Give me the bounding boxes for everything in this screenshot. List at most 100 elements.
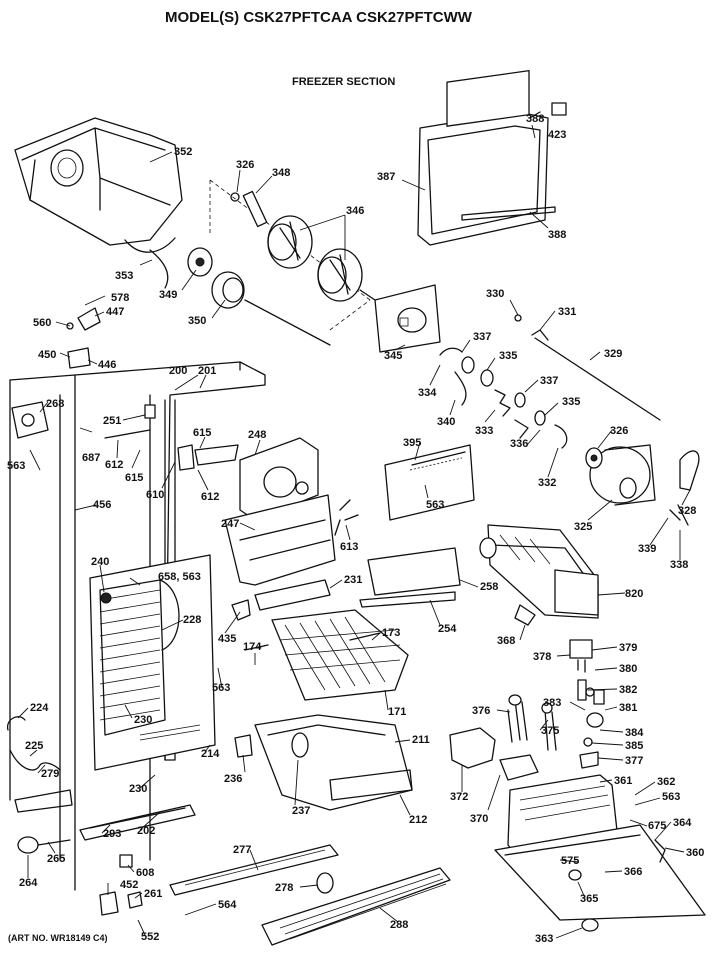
callout-362: 362 bbox=[657, 776, 675, 788]
callout-212: 212 bbox=[409, 814, 427, 826]
air-duct-drawing bbox=[194, 437, 359, 611]
callout-348: 348 bbox=[272, 167, 290, 179]
callout-237: 237 bbox=[292, 805, 310, 817]
callout-378: 378 bbox=[533, 651, 551, 663]
storage-pan-drawing bbox=[254, 714, 413, 811]
callout-370: 370 bbox=[470, 813, 488, 825]
callout-333: 333 bbox=[475, 425, 493, 437]
callout-330: 330 bbox=[486, 288, 504, 300]
tubing-drawing bbox=[6, 716, 73, 813]
art-number: (ART NO. WR18149 C4) bbox=[8, 933, 108, 943]
callout-265: 265 bbox=[47, 853, 65, 865]
callout-230-a: 230 bbox=[134, 714, 152, 726]
callout-293: 293 bbox=[103, 828, 121, 840]
callout-384: 384 bbox=[625, 727, 644, 739]
callout-382: 382 bbox=[619, 684, 637, 696]
bottom-rail-drawing bbox=[17, 804, 196, 854]
callout-388-top: 388 bbox=[526, 113, 544, 125]
callout-435: 435 bbox=[218, 633, 236, 645]
callout-365: 365 bbox=[580, 893, 598, 905]
callout-288: 288 bbox=[390, 919, 408, 931]
callout-350: 350 bbox=[188, 315, 206, 327]
callout-395: 395 bbox=[403, 437, 421, 449]
callout-352: 352 bbox=[174, 146, 192, 158]
callout-202: 202 bbox=[137, 825, 155, 837]
callout-613: 613 bbox=[340, 541, 358, 553]
callout-687: 687 bbox=[82, 452, 100, 464]
callout-277: 277 bbox=[233, 844, 251, 856]
callout-349: 349 bbox=[159, 289, 177, 301]
callout-268: 268 bbox=[46, 398, 64, 410]
callout-211: 211 bbox=[412, 734, 430, 746]
callout-248: 248 bbox=[248, 429, 266, 441]
callout-340: 340 bbox=[437, 416, 455, 428]
callout-381: 381 bbox=[619, 702, 637, 714]
callout-236: 236 bbox=[224, 773, 242, 785]
callout-578: 578 bbox=[111, 292, 129, 304]
callout-214: 214 bbox=[201, 748, 220, 760]
callout-447: 447 bbox=[106, 306, 124, 318]
callout-334: 334 bbox=[418, 387, 437, 399]
callout-612-a: 612 bbox=[105, 459, 123, 471]
callout-174: 174 bbox=[243, 641, 262, 653]
callout-452: 452 bbox=[120, 879, 138, 891]
callout-423: 423 bbox=[548, 129, 566, 141]
callout-372: 372 bbox=[450, 791, 468, 803]
callout-201: 201 bbox=[198, 365, 216, 377]
callout-240: 240 bbox=[91, 556, 109, 568]
callout-247: 247 bbox=[221, 518, 239, 530]
callout-387: 387 bbox=[377, 171, 395, 183]
callout-368: 368 bbox=[497, 635, 515, 647]
callout-363: 363 bbox=[535, 933, 553, 945]
callout-labels: 352 326 348 346 353 349 350 388 423 387 … bbox=[7, 113, 704, 945]
callout-379: 379 bbox=[619, 642, 637, 654]
small-fasteners-drawing bbox=[11, 307, 253, 758]
part-drawings bbox=[6, 69, 706, 946]
callout-335-b: 335 bbox=[562, 396, 580, 408]
callout-329: 329 bbox=[604, 348, 622, 360]
callout-450: 450 bbox=[38, 349, 56, 361]
callout-261: 261 bbox=[144, 888, 162, 900]
callout-325: 325 bbox=[574, 521, 592, 533]
auger-motor-drawing bbox=[585, 444, 700, 526]
dispenser-door-drawing bbox=[417, 69, 567, 246]
callout-563-a: 563 bbox=[426, 499, 444, 511]
callout-173: 173 bbox=[382, 627, 400, 639]
callout-335-a: 335 bbox=[499, 350, 517, 362]
section-title: FREEZER SECTION bbox=[292, 76, 395, 88]
callout-279: 279 bbox=[41, 768, 59, 780]
callout-385: 385 bbox=[625, 740, 643, 752]
callout-675: 675 bbox=[648, 820, 666, 832]
callout-264: 264 bbox=[19, 877, 38, 889]
callout-456: 456 bbox=[93, 499, 111, 511]
callout-388-bottom: 388 bbox=[548, 229, 566, 241]
callout-564: 564 bbox=[218, 899, 237, 911]
auger-area-drawing bbox=[187, 179, 376, 346]
callout-560: 560 bbox=[33, 317, 51, 329]
control-panel-drawing bbox=[384, 444, 475, 521]
callout-353: 353 bbox=[115, 270, 133, 282]
callout-563-c: 563 bbox=[212, 682, 230, 694]
callout-380: 380 bbox=[619, 663, 637, 675]
callout-258: 258 bbox=[480, 581, 498, 593]
callout-608: 608 bbox=[136, 867, 154, 879]
callout-361: 361 bbox=[614, 775, 632, 787]
callout-328: 328 bbox=[678, 505, 696, 517]
callout-200: 200 bbox=[169, 365, 187, 377]
callout-339: 339 bbox=[638, 543, 656, 555]
callout-820: 820 bbox=[625, 588, 643, 600]
callout-278: 278 bbox=[275, 882, 293, 894]
callout-230-b: 230 bbox=[129, 783, 147, 795]
motor-plate-drawing bbox=[374, 284, 441, 353]
callout-225: 225 bbox=[25, 740, 43, 752]
callout-360: 360 bbox=[686, 847, 704, 859]
callout-563-b: 563 bbox=[7, 460, 25, 472]
callout-251: 251 bbox=[103, 415, 121, 427]
rail-and-grille-drawing bbox=[99, 844, 451, 946]
callout-366: 366 bbox=[624, 866, 642, 878]
rod-assembly-drawing bbox=[439, 314, 661, 449]
ice-maker-drawing bbox=[479, 524, 599, 626]
callout-228: 228 bbox=[183, 614, 201, 626]
ice-bucket-drawing bbox=[14, 117, 183, 289]
